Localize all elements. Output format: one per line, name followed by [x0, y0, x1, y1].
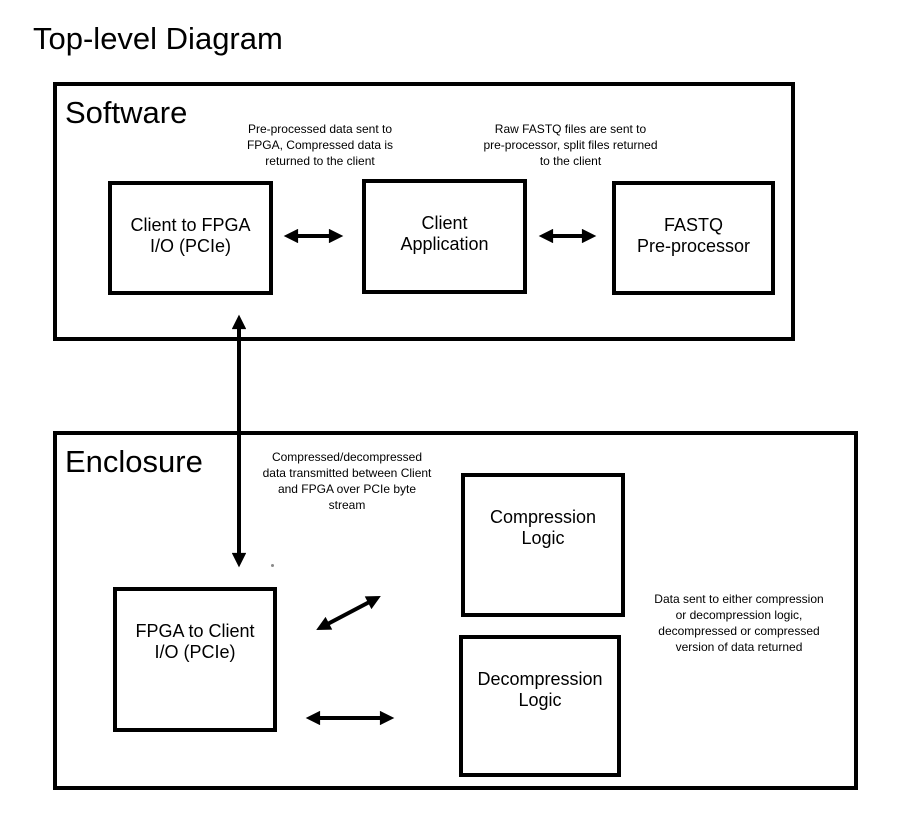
annotation-preprocessed-data: Pre-processed data sent to FPGA, Compres…: [246, 122, 394, 168]
annotation-raw-fastq: Raw FASTQ files are sent to pre-processo…: [483, 122, 658, 168]
annotation-data-routing: Data sent to either compression or decom…: [654, 592, 824, 654]
software-label: Software: [65, 95, 188, 130]
node-fastq-preprocessor: FASTQ Pre-processor: [612, 181, 775, 295]
node-client-to-fpga-io-label: Client to FPGA I/O (PCIe): [130, 215, 251, 256]
node-compression-logic-label: Compression Logic: [489, 507, 597, 548]
enclosure-container: Enclosure: [53, 431, 858, 790]
node-client-to-fpga-io: Client to FPGA I/O (PCIe): [108, 181, 273, 295]
node-compression-logic: Compression Logic: [461, 473, 625, 617]
annotation-pcie-stream: Compressed/decompressed data transmitted…: [262, 450, 432, 512]
page-title: Top-level Diagram: [33, 21, 283, 56]
node-decompression-logic-label: Decompression Logic: [477, 669, 603, 710]
enclosure-label: Enclosure: [65, 444, 203, 479]
node-fpga-to-client-io-label: FPGA to Client I/O (PCIe): [135, 621, 255, 662]
node-fastq-preprocessor-label: FASTQ Pre-processor: [636, 215, 751, 256]
software-container: Software: [53, 82, 795, 341]
stray-dot-artifact: [271, 564, 274, 567]
node-client-application: Client Application: [362, 179, 527, 294]
node-client-application-label: Client Application: [400, 213, 489, 254]
node-fpga-to-client-io: FPGA to Client I/O (PCIe): [113, 587, 277, 732]
node-decompression-logic: Decompression Logic: [459, 635, 621, 777]
